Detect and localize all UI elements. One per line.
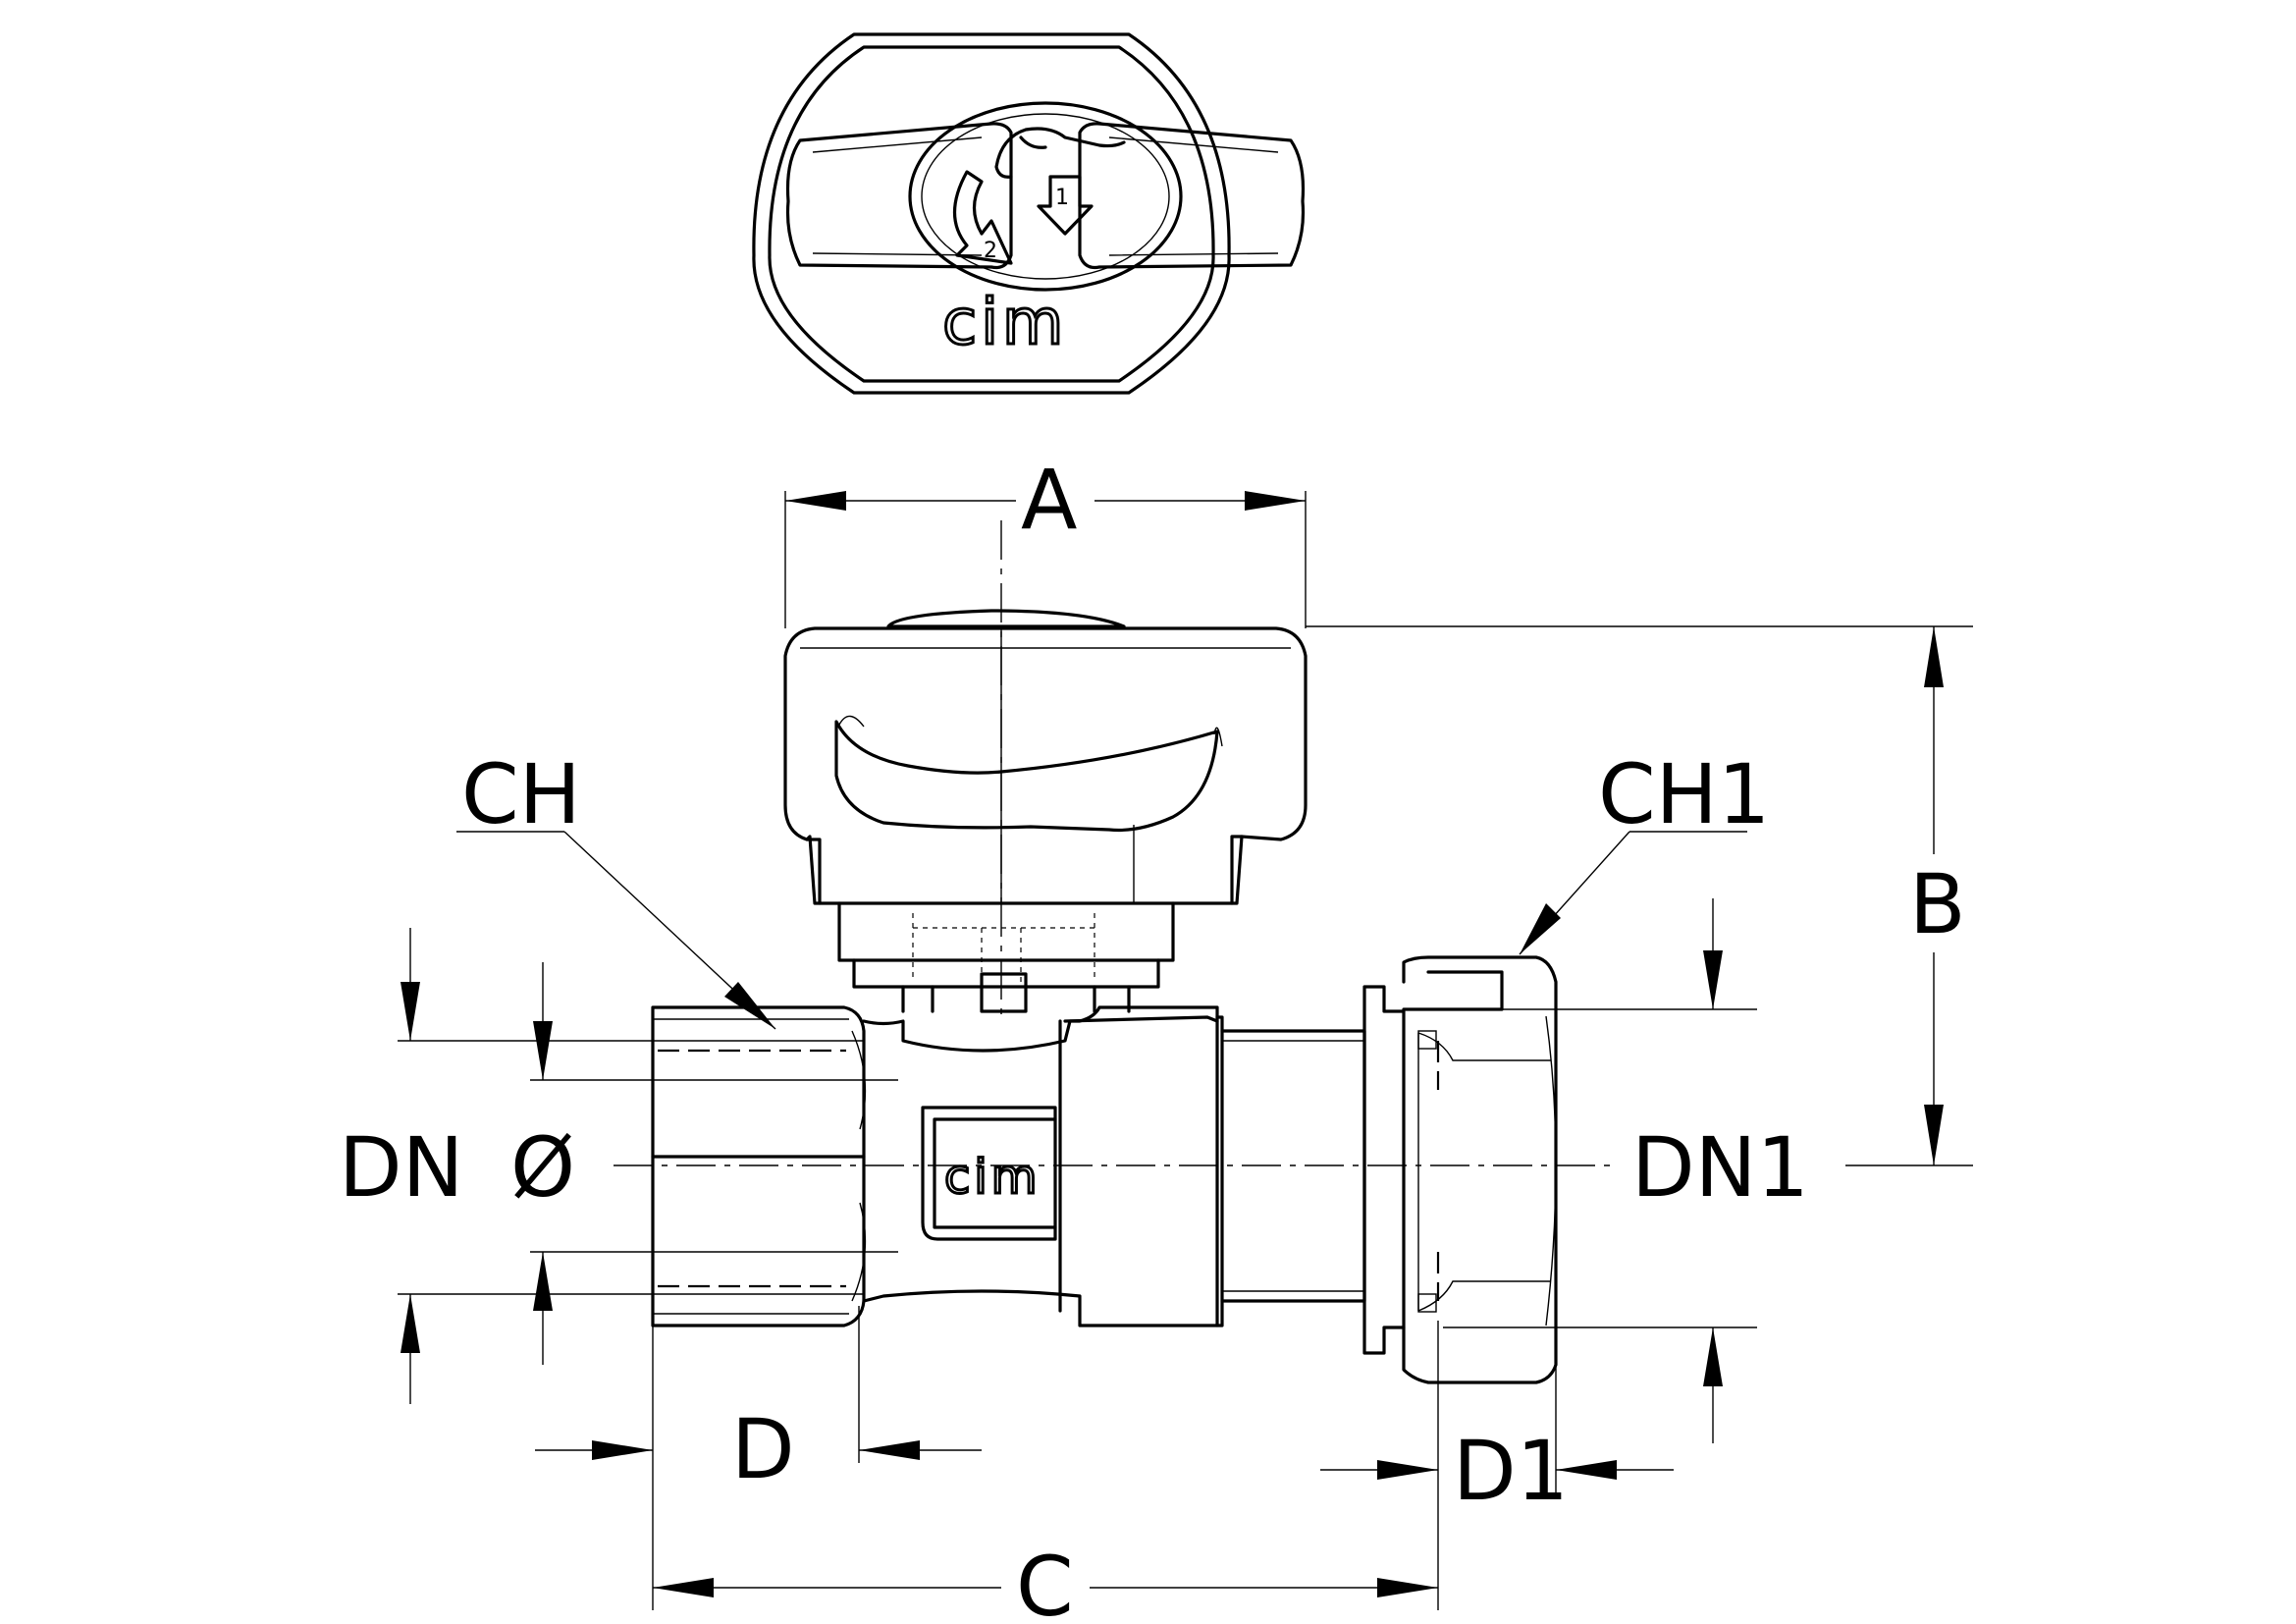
dimension-label-c: C (1016, 1539, 1074, 1624)
body-brand-logo: cim (944, 1150, 1041, 1205)
dimension-label-d: D (731, 1401, 795, 1497)
dimension-label-dn: DN (339, 1119, 464, 1216)
dimension-a: A (784, 452, 1307, 628)
step-1-number: 1 (1055, 186, 1069, 210)
dimension-label-a: A (1021, 452, 1077, 548)
dimension-label-diameter: Ø (510, 1119, 575, 1216)
diameter-extensions: DN Ø DN1 (339, 898, 1809, 1443)
dimension-b: B (1306, 625, 1973, 1166)
dimension-label-dn1: DN1 (1631, 1119, 1809, 1216)
dimension-label-ch1: CH1 (1598, 746, 1770, 842)
dimension-label-ch: CH (461, 746, 581, 842)
handle-brand-logo: cim (942, 287, 1067, 359)
dimension-d1: D1 (1320, 1321, 1674, 1610)
rotate-arrow-icon (952, 170, 1013, 265)
press-arrow-icon (1037, 175, 1094, 236)
wrench-size-leaders: CH CH1 (456, 746, 1770, 1030)
dimension-label-b: B (1909, 856, 1966, 952)
dimension-c: C (653, 1539, 1438, 1624)
step-2-number: 2 (984, 239, 997, 263)
handle-top-view: 1 2 cim (752, 32, 1306, 395)
handle-side-view (783, 520, 1308, 1021)
dimension-d: D (535, 1306, 982, 1610)
dimension-label-d1: D1 (1453, 1423, 1569, 1519)
valve-body: cim (651, 955, 1558, 1384)
